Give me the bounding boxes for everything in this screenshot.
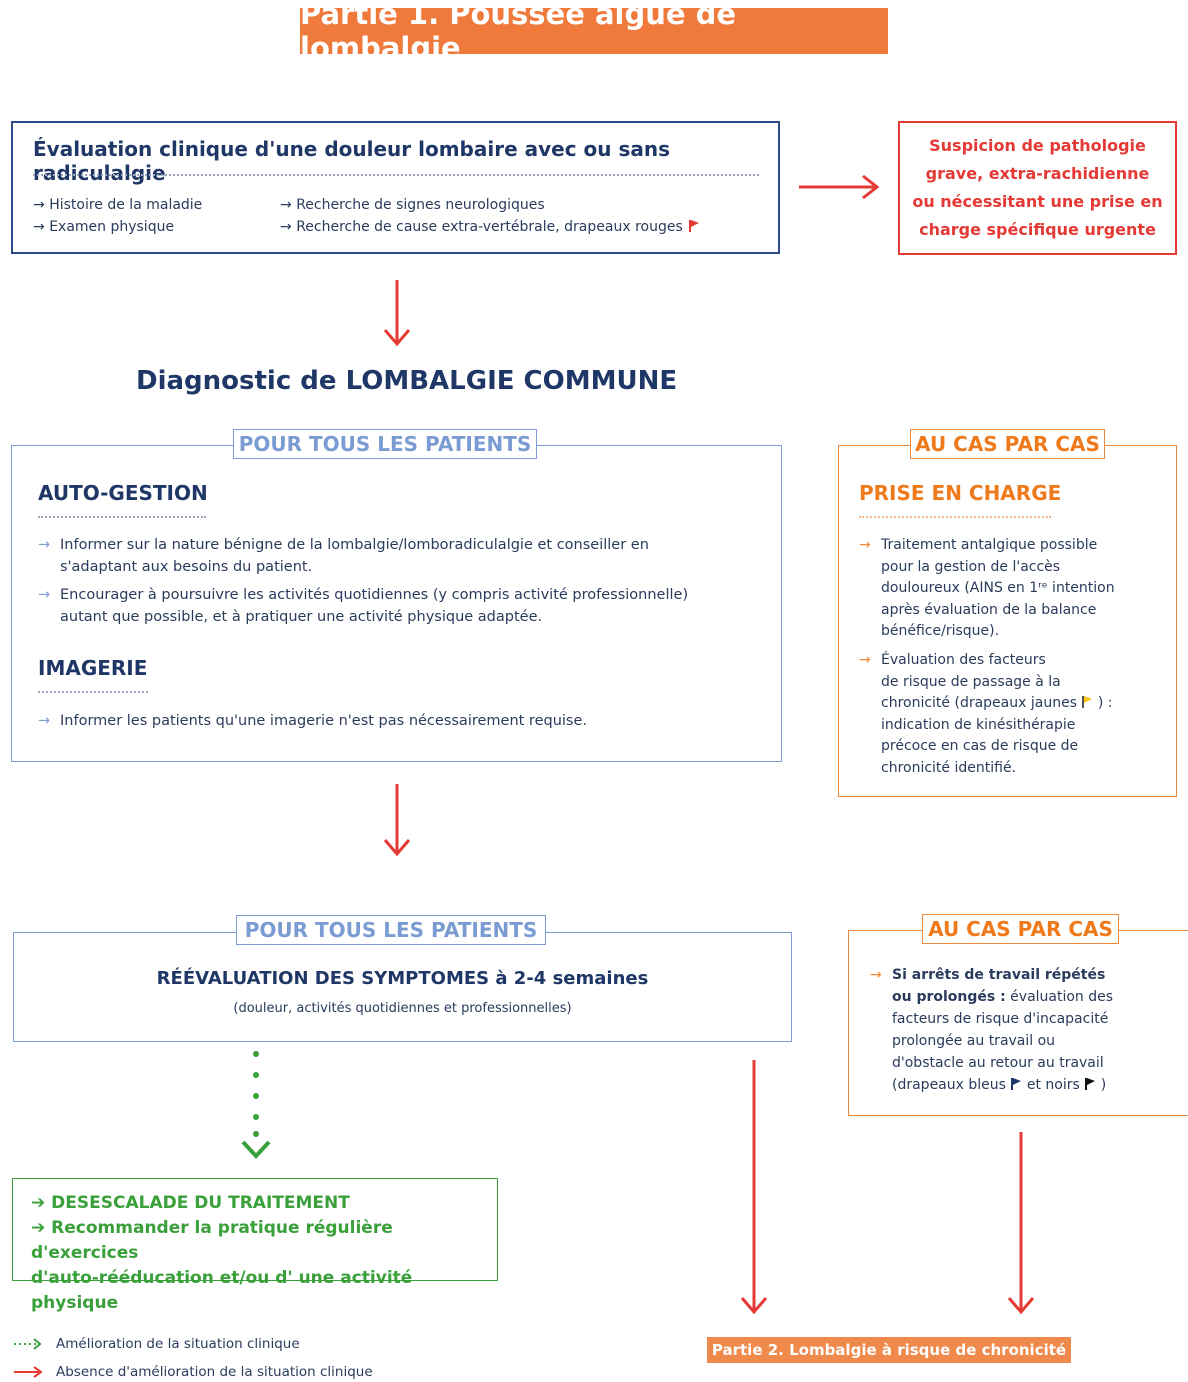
legend-no-improvement: Absence d'amélioration de la situation c… <box>56 1364 373 1380</box>
green-dotted-arrow <box>241 1051 271 1159</box>
divider <box>38 691 148 693</box>
care-heading: PRISE EN CHARGE <box>859 481 1062 505</box>
blue-flag-icon <box>1011 1078 1022 1090</box>
evaluation-item: → Recherche de signes neurologiques <box>280 197 545 213</box>
all-patients-tag: POUR TOUS LES PATIENTS <box>233 429 537 459</box>
red-arrow-down <box>740 1060 768 1315</box>
legend-dotted-arrow-icon <box>14 1338 42 1350</box>
all-patients-tag: POUR TOUS LES PATIENTS <box>236 915 546 945</box>
yellow-flag-icon <box>1082 696 1093 708</box>
red-arrow-down <box>383 784 411 857</box>
reevaluation-title: RÉÉVALUATION DES SYMPTOMES à 2-4 semaine… <box>156 968 649 989</box>
arrow-right-icon: → <box>280 219 292 235</box>
arrow-right-icon: → <box>859 537 871 553</box>
case-by-case-tag: AU CAS PAR CAS <box>922 914 1119 944</box>
auto-management-heading: AUTO-GESTION <box>38 481 208 505</box>
red-arrow-down <box>383 280 411 347</box>
case-by-case-tag: AU CAS PAR CAS <box>910 429 1105 459</box>
divider <box>859 516 1051 518</box>
imaging-heading: IMAGERIE <box>38 656 148 680</box>
red-flag-icon <box>689 220 700 232</box>
arrow-right-icon: → <box>33 219 45 235</box>
reevaluation-subtitle: (douleur, activités quotidiennes et prof… <box>233 1001 572 1016</box>
arrow-right-icon: ➔ <box>31 1193 46 1213</box>
list-item: → Encourager à poursuivre les activités … <box>38 584 780 628</box>
red-arrow-right <box>799 174 880 200</box>
divider <box>33 174 759 176</box>
black-flag-icon <box>1085 1078 1096 1090</box>
evaluation-box: Évaluation clinique d'une douleur lombai… <box>11 121 780 254</box>
arrow-right-icon: → <box>870 967 882 983</box>
list-item: → Informer les patients qu'une imagerie … <box>38 710 780 732</box>
evaluation-title: Évaluation clinique d'une douleur lombai… <box>33 137 671 185</box>
arrow-right-icon: → <box>38 713 51 729</box>
de-escalation-box: ➔ DESESCALADE DU TRAITEMENT ➔ Recommande… <box>12 1178 498 1313</box>
part2-banner: Partie 2. Lombalgie à risque de chronici… <box>707 1337 1071 1363</box>
list-item: → Informer sur la nature bénigne de la l… <box>38 534 780 578</box>
list-item: → Si arrêts de travail répétés ou prolon… <box>870 964 1188 1096</box>
list-item: → Traitement antalgique possible pour la… <box>859 537 1115 639</box>
arrow-right-icon: → <box>38 537 51 553</box>
arrow-right-icon: → <box>280 197 292 213</box>
evaluation-item: → Histoire de la maladie <box>33 197 203 213</box>
legend-improvement: Amélioration de la situation clinique <box>56 1336 300 1352</box>
page-title: Partie 1. Poussée aiguë de lombalgie <box>300 0 888 65</box>
arrow-right-icon: → <box>38 587 51 603</box>
evaluation-item: → Recherche de cause extra-vertébrale, d… <box>280 219 701 235</box>
arrow-right-icon: → <box>859 652 871 668</box>
arrow-right-icon: → <box>33 197 45 213</box>
legend-red-arrow-icon <box>14 1366 43 1378</box>
suspicion-box: Suspicion de pathologie grave, extra-rac… <box>898 121 1177 255</box>
divider <box>38 516 206 518</box>
diagnostic-title: Diagnostic de LOMBALGIE COMMUNE <box>136 366 678 396</box>
list-item: → Évaluation des facteurs de risque de p… <box>859 652 1113 776</box>
evaluation-item: → Examen physique <box>33 219 175 235</box>
red-arrow-down <box>1007 1132 1035 1315</box>
arrow-right-icon: ➔ <box>31 1218 46 1238</box>
